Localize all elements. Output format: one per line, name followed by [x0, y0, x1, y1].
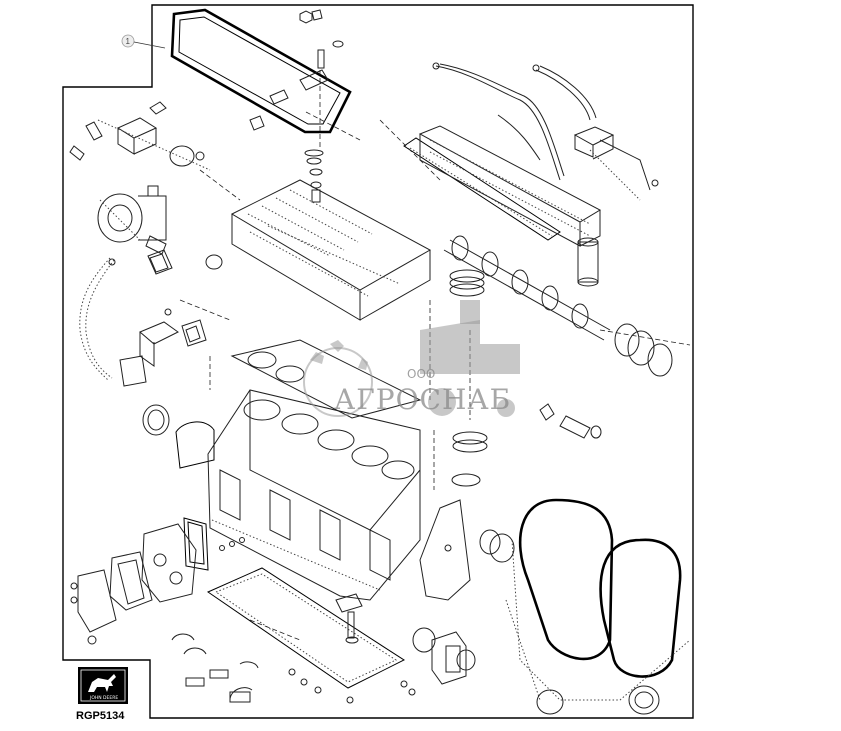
camshaft-seals: [599, 323, 691, 377]
reference-code: RGP5134: [76, 710, 125, 722]
front-plate: [419, 499, 471, 601]
oil-cooler-gasket[interactable]: [183, 517, 209, 571]
callout-1[interactable]: 1: [121, 34, 166, 49]
front-seals: [412, 529, 515, 671]
intake-manifold: [418, 125, 602, 247]
watermark-small-text: ООО: [407, 367, 435, 381]
callout-number: 1: [126, 37, 131, 46]
front-crank-seal: [142, 404, 170, 436]
oil-filter-base: [70, 551, 153, 645]
crank-pulley-seal: [536, 685, 660, 715]
cylinder-head: [230, 179, 432, 321]
thermostat-housing: [119, 308, 207, 387]
front-cover-gasket[interactable]: [175, 421, 215, 469]
oil-pan-gasket[interactable]: [206, 567, 406, 689]
timing-cover-gasket-outer[interactable]: [599, 538, 682, 678]
intake-manifold-gasket[interactable]: [403, 137, 561, 241]
fuel-filter-assembly: [573, 126, 615, 287]
fuel-pump-group: [69, 101, 211, 171]
rocker-cover-gasket[interactable]: [170, 8, 352, 134]
oil-lines-left: [79, 257, 116, 381]
diagram-frame: [62, 4, 694, 719]
valve-cover-fittings: [249, 9, 361, 150]
injector-stack: [304, 149, 324, 203]
water-pump: [431, 631, 467, 685]
fuel-lines: [432, 62, 659, 201]
watermark: ООО АГРОСНАБ: [303, 300, 520, 417]
exhaust-gaskets: [147, 249, 223, 275]
camshaft: [443, 235, 611, 341]
piston-rings-lower: [433, 430, 488, 490]
timing-cover-gasket-inner[interactable]: [518, 498, 614, 661]
piston-rings-upper: [449, 269, 485, 297]
oil-cooler: [141, 523, 197, 603]
engine-block: [207, 389, 421, 601]
timing-cover: [505, 539, 691, 701]
oil-pickup: [335, 593, 363, 644]
logo-text: JOHN DEERE: [89, 695, 118, 701]
piston-pin: [539, 403, 602, 439]
main-bearings: [171, 633, 259, 703]
john-deere-logo: JOHN DEERE: [78, 667, 128, 704]
watermark-name: АГРОСНАБ: [334, 383, 511, 416]
fasteners: [219, 537, 416, 704]
turbocharger: [97, 185, 167, 255]
